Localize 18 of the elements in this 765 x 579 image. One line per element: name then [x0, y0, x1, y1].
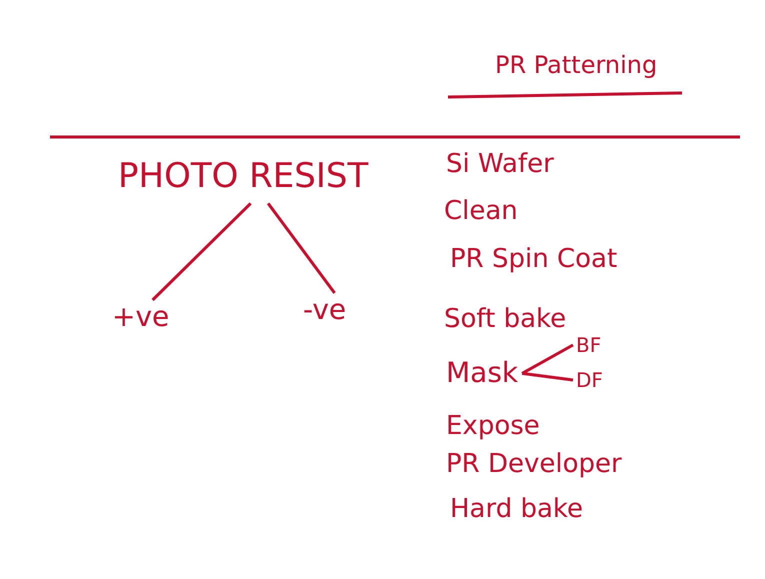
connector-line	[521, 344, 574, 375]
node-text: BF	[576, 334, 602, 356]
diagram-title: PR Patterning	[495, 52, 658, 78]
step-text: Clean	[444, 197, 518, 226]
step-text: Soft bake	[444, 305, 566, 334]
node-text: -ve	[303, 295, 346, 326]
step-text: Si Wafer	[446, 150, 554, 179]
step-text: Expose	[446, 412, 540, 441]
node-text: Mask	[446, 358, 518, 389]
step-text: PR Developer	[446, 450, 622, 479]
connector-line	[522, 372, 574, 382]
node-text: DF	[576, 369, 603, 391]
node-text: +ve	[112, 302, 170, 333]
node-text: PHOTO RESIST	[118, 158, 368, 196]
connector-line	[152, 202, 252, 302]
step-text: PR Spin Coat	[450, 245, 618, 274]
connector-line	[266, 202, 336, 294]
step-text: Hard bake	[450, 495, 584, 524]
